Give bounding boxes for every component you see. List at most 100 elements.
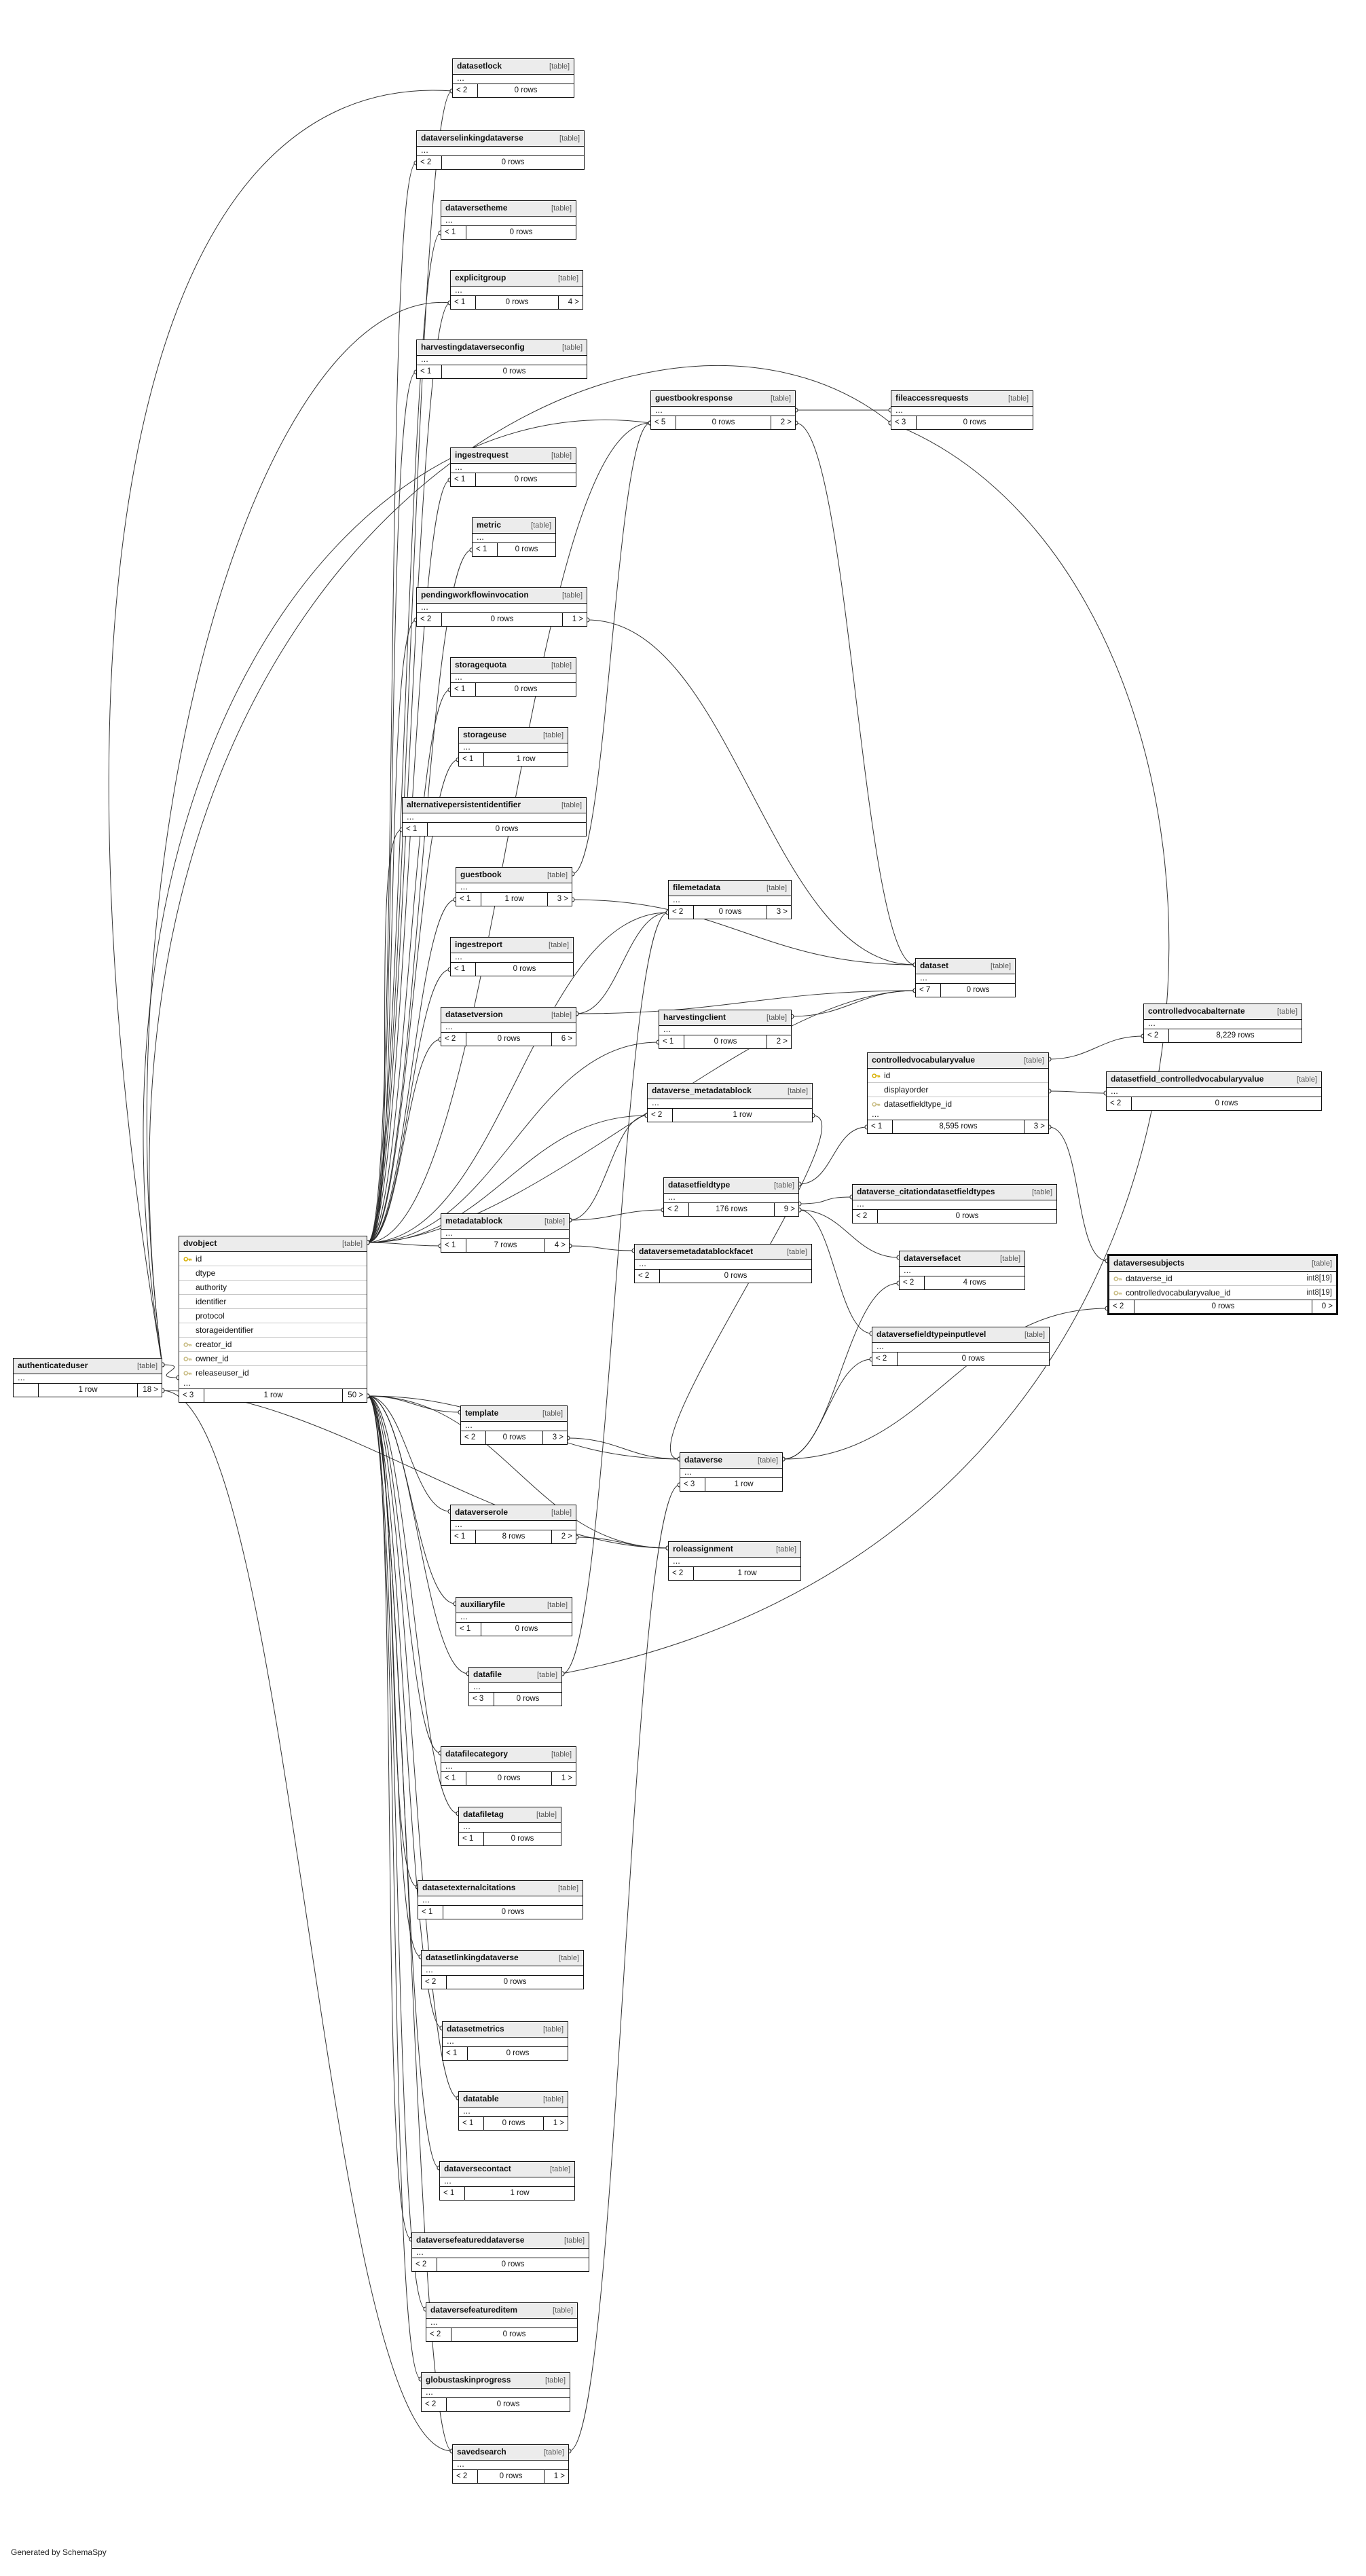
table-node-dataversemetadatablockfacet[interactable]: dataversemetadatablockfacet[table]...< 2… bbox=[634, 1244, 812, 1283]
related-from-count: < 2 bbox=[1110, 1099, 1122, 1107]
table-name: roleassignment bbox=[673, 1544, 733, 1553]
table-name: datasetmetrics bbox=[447, 2024, 504, 2034]
table-kind-tag: [table] bbox=[559, 1954, 579, 1962]
column-row: identifier bbox=[179, 1294, 367, 1308]
table-node-datasetfield_controlledvocabularyvalue[interactable]: datasetfield_controlledvocabularyvalue[t… bbox=[1106, 1071, 1322, 1111]
column-name: dtype bbox=[196, 1268, 216, 1278]
row-count: 0 rows bbox=[475, 683, 576, 696]
column-spacer bbox=[872, 1086, 881, 1094]
table-name: storagequota bbox=[455, 660, 507, 669]
row-count: 0 rows bbox=[481, 1623, 572, 1636]
table-node-alternativepersistentidentifier[interactable]: alternativepersistentidentifier[table]..… bbox=[402, 797, 587, 836]
table-name: auxiliaryfile bbox=[460, 1600, 506, 1609]
table-header: alternativepersistentidentifier[table] bbox=[403, 798, 586, 813]
related-from-count: < 2 bbox=[445, 1035, 456, 1043]
table-kind-tag: [table] bbox=[559, 134, 580, 143]
row-count: 1 row bbox=[204, 1389, 342, 1402]
table-kind-tag: [table] bbox=[767, 1014, 787, 1022]
column-name: owner_id bbox=[196, 1354, 229, 1363]
row-count: 0 rows bbox=[475, 963, 573, 976]
row-count: 0 rows bbox=[494, 1693, 561, 1706]
row-count: 0 rows bbox=[475, 473, 576, 486]
table-kind-tag: [table] bbox=[544, 2448, 564, 2457]
table-header: dataversetheme[table] bbox=[441, 201, 576, 217]
table-name: dataversecontact bbox=[444, 2164, 511, 2173]
table-node-dataversefieldtypeinputlevel[interactable]: dataversefieldtypeinputlevel[table]...< … bbox=[872, 1327, 1050, 1366]
related-to-count: 3 > bbox=[767, 906, 791, 919]
column-row: creator_id bbox=[179, 1337, 367, 1351]
table-header: globustaskinprogress[table] bbox=[422, 2373, 570, 2389]
table-header: pendingworkflowinvocation[table] bbox=[417, 588, 587, 604]
row-count: 0 rows bbox=[483, 1833, 561, 1845]
row-count: 0 rows bbox=[676, 416, 771, 429]
table-header: guestbookresponse[table] bbox=[651, 391, 795, 407]
related-from-count: < 1 bbox=[443, 2189, 455, 2197]
row-count: 1 row bbox=[483, 753, 568, 766]
row-count: 4 rows bbox=[924, 1276, 1024, 1289]
column-row: displayorder bbox=[868, 1082, 1048, 1097]
row-count: 8,595 rows bbox=[892, 1120, 1024, 1133]
table-header: datasetversion[table] bbox=[441, 1008, 576, 1023]
table-name: ingestreport bbox=[455, 940, 503, 949]
primary-key-icon bbox=[183, 1255, 192, 1264]
table-name: datafile bbox=[473, 1670, 502, 1679]
related-from-count: < 2 bbox=[856, 1212, 868, 1220]
row-count: 0 rows bbox=[477, 2470, 544, 2483]
table-header: ingestreport[table] bbox=[451, 938, 573, 953]
column-row: id bbox=[868, 1069, 1048, 1082]
table-header: datatable[table] bbox=[459, 2092, 568, 2108]
table-node-dataverse_citationdatasetfieldtypes[interactable]: dataverse_citationdatasetfieldtypes[tabl… bbox=[852, 1184, 1057, 1223]
related-from-count: < 5 bbox=[654, 418, 666, 426]
table-kind-tag: [table] bbox=[542, 1410, 563, 1418]
